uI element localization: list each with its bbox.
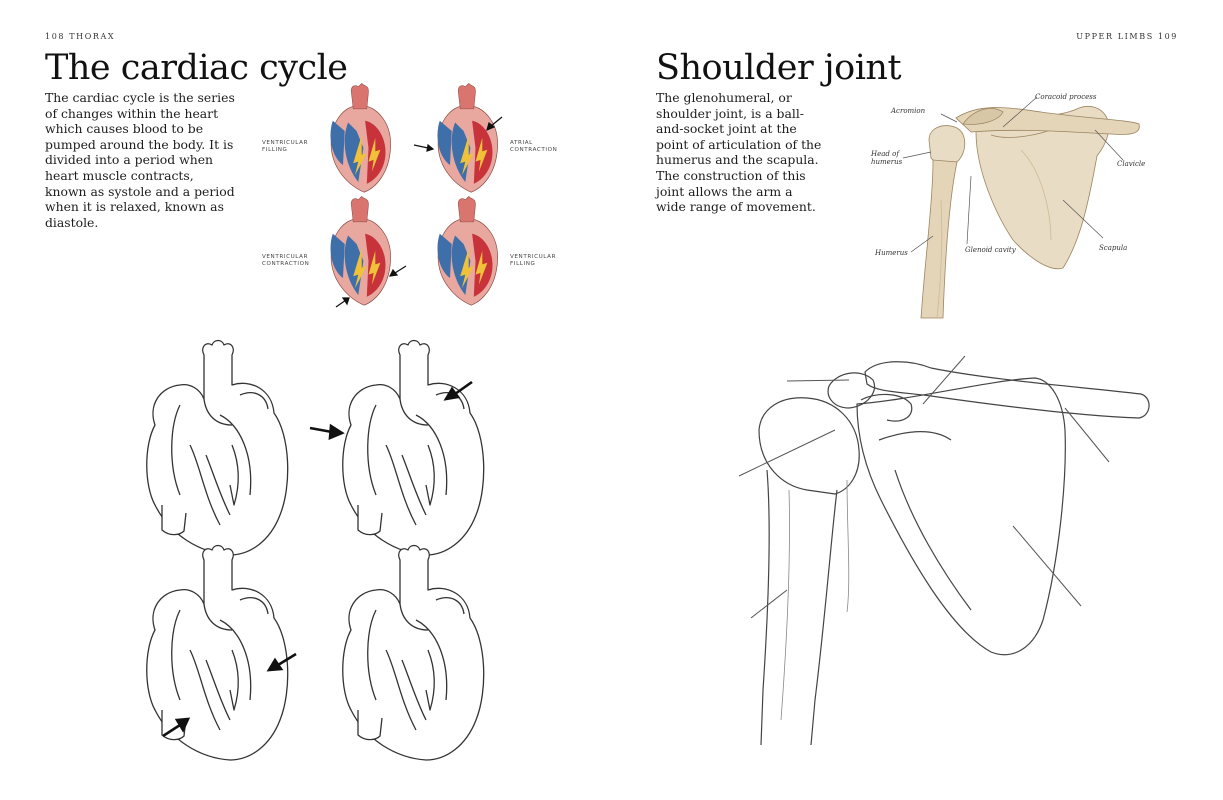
- label-coracoid-process: Coracoid process: [1035, 93, 1097, 101]
- label-humerus: Humerus: [875, 249, 908, 257]
- line-art-heart-illustrations: [146, 339, 485, 761]
- label-ventricular-contraction: VENTRICULAR CONTRACTION: [262, 254, 310, 267]
- leader-lines: [902, 96, 1124, 253]
- label-ventricular-filling-1: VENTRICULAR FILLING: [262, 140, 309, 153]
- page-title-shoulder-joint: Shoulder joint: [656, 48, 902, 88]
- heart-outline-ventricular-filling-1: [146, 339, 289, 556]
- left-page: 108 THORAX The cardiac cycle The cardiac…: [0, 0, 611, 800]
- body-text-cardiac-cycle: The cardiac cycle is the series of chang…: [45, 90, 235, 230]
- running-head-left: 108 THORAX: [45, 32, 116, 41]
- label-scapula: Scapula: [1099, 244, 1128, 252]
- label-glenoid-cavity: Glenoid cavity: [965, 246, 1016, 254]
- line-art-shoulder-illustration: [738, 355, 1150, 746]
- heart-outline-atrial-contraction: [342, 339, 485, 556]
- right-page: UPPER LIMBS 109 Shoulder joint The gleno…: [611, 0, 1223, 800]
- page-title-cardiac-cycle: The cardiac cycle: [45, 48, 348, 88]
- small-arrow-icon: [335, 116, 503, 308]
- label-atrial-contraction: ATRIAL CONTRACTION: [510, 140, 558, 153]
- leader-lines-outline: [738, 355, 1110, 619]
- label-head-of-humerus: Head of humerus: [871, 150, 903, 166]
- label-acromion: Acromion: [891, 107, 926, 115]
- label-clavicle: Clavicle: [1117, 160, 1146, 168]
- body-text-shoulder-joint: The glenohumeral, or shoulder joint, is …: [656, 90, 822, 215]
- label-ventricular-filling-2: VENTRICULAR FILLING: [510, 254, 557, 267]
- running-head-right: UPPER LIMBS 109: [1076, 32, 1178, 41]
- color-shoulder-illustration: [902, 96, 1140, 319]
- heart-outline-ventricular-contraction: [146, 544, 289, 761]
- color-heart-illustrations: [330, 82, 503, 308]
- heart-outline-ventricular-filling-2: [342, 544, 485, 761]
- large-arrow-icon: [162, 380, 473, 738]
